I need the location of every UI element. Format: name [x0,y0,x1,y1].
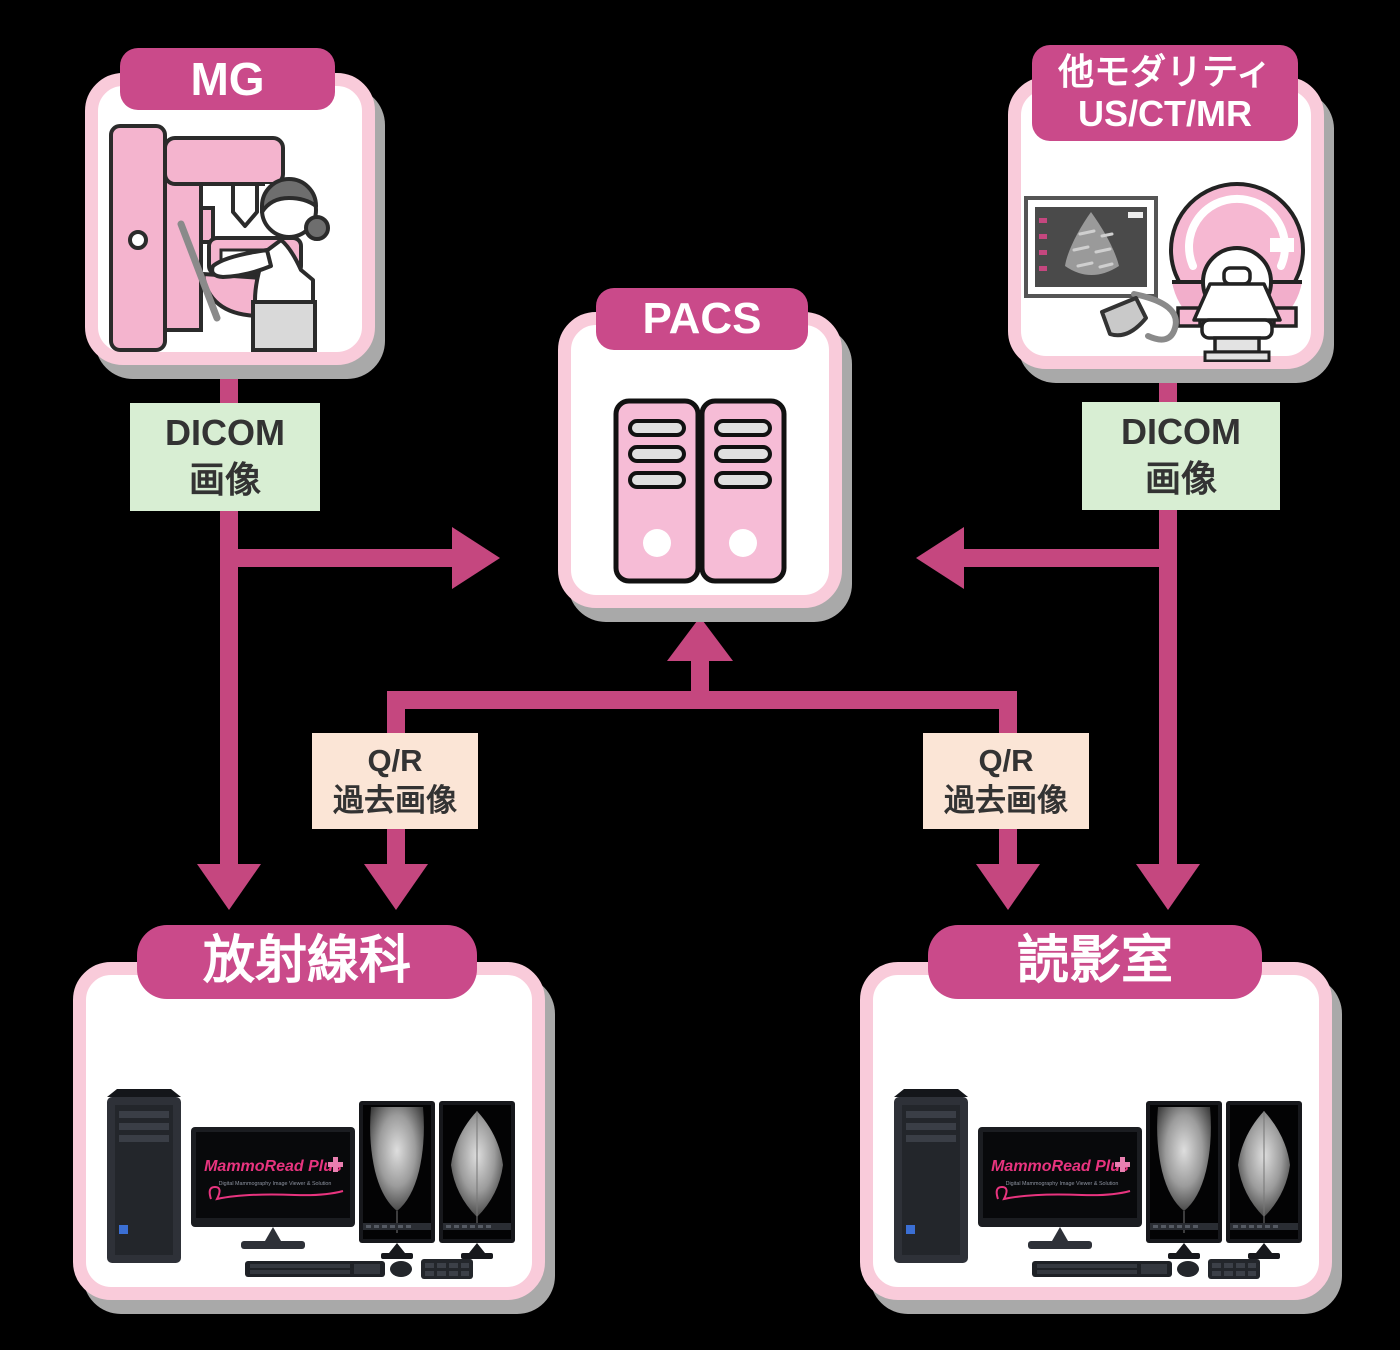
pacs-tag-label: PACS [642,294,762,344]
mg-tag: MG [120,48,335,110]
dicom-note-right: DICOM 画像 [1082,402,1280,510]
dicom-note-left-line2: 画像 [188,459,261,500]
qr-note-right-line2: 過去画像 [944,783,1068,818]
dicom-note-right-line1: DICOM [1121,411,1241,453]
qr-note-left-line1: Q/R [367,742,423,778]
qr-note-left: Q/R 過去画像 [312,733,478,829]
qr-note-right-line1: Q/R [978,742,1034,778]
workstation-image-reading-room [882,1075,1312,1290]
arrow-modality-to-pacs [916,527,1177,589]
other-modality-tag-line1: 他モダリティ [1058,50,1272,92]
ultrasound-icon [1024,196,1179,343]
dicom-note-left-line1: DICOM [165,412,285,454]
workstation-image-radiology: MammoRead Plus Digital Mammography Image… [95,1075,525,1290]
mammography-machine-icon [105,120,355,360]
dicom-note-right-line2: 画像 [1144,458,1217,499]
other-modality-tag-line2: US/CT/MR [1078,93,1252,134]
radiology-tag: 放射線科 [137,925,477,999]
reading-room-tag: 読影室 [928,925,1262,999]
mri-scanner-icon [1169,182,1305,363]
dicom-note-left: DICOM 画像 [130,403,320,511]
qr-note-right: Q/R 過去画像 [923,733,1089,829]
radiology-tag-label: 放射線科 [202,932,411,991]
qr-note-left-line2: 過去画像 [333,783,457,818]
mg-tag-label: MG [190,52,265,105]
arrow-qr-to-pacs [667,617,733,709]
pacs-tag: PACS [596,288,808,350]
us-ct-mr-icon [1022,172,1312,367]
pacs-server-icon [600,395,800,595]
other-modality-tag: 他モダリティ US/CT/MR [1032,45,1298,141]
reading-room-tag-label: 読影室 [1016,932,1173,991]
arrow-mg-to-pacs [220,527,500,589]
